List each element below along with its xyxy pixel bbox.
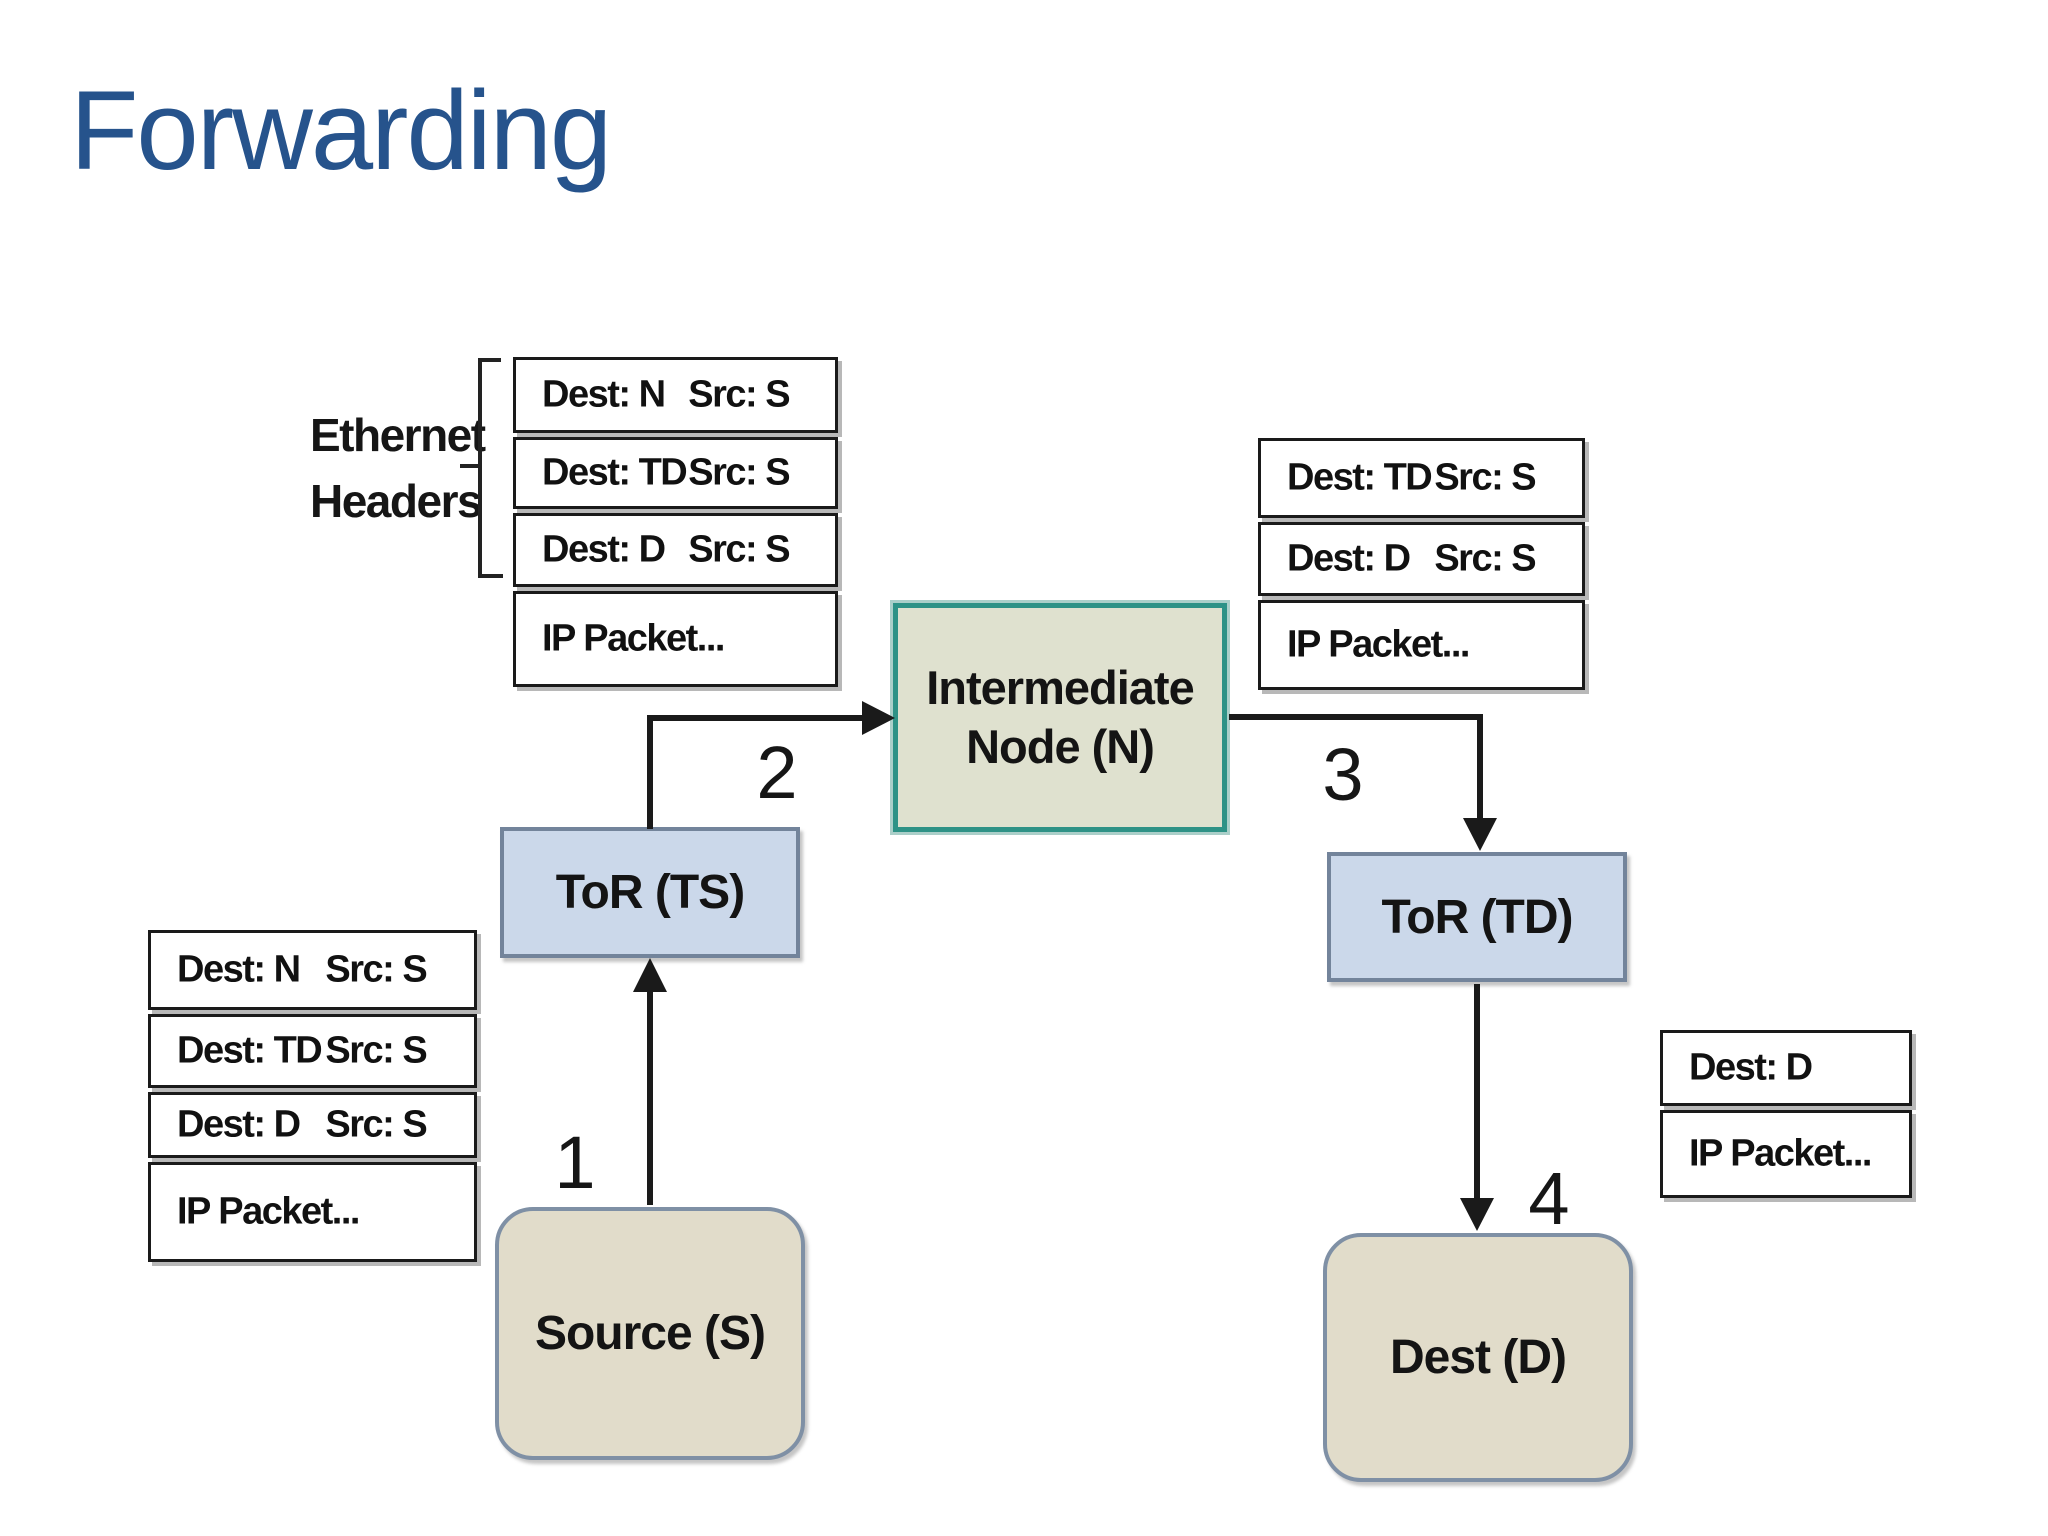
packet-dest: Dest: TD (1287, 456, 1433, 499)
packet-stack-step2: Dest: N Src: S Dest: TD Src: S Dest: D S… (513, 357, 838, 687)
step-label-3: 3 (1322, 733, 1364, 816)
packet-header-row: Dest: D Src: S (1258, 522, 1585, 596)
packet-src: Src: S (688, 451, 790, 494)
arrow-step4 (1460, 984, 1494, 1231)
packet-stack-step4: Dest: D IP Packet... (1660, 1030, 1912, 1198)
ethernet-headers-label: Ethernet Headers (310, 402, 486, 534)
brace-bottom-tick (478, 574, 503, 578)
ethernet-headers-label-line1: Ethernet (310, 409, 486, 461)
packet-header-row: Dest: D Src: S (513, 513, 838, 587)
node-tor-source-label: ToR (TS) (555, 866, 745, 919)
arrow-step1 (633, 958, 667, 1205)
brace-top-tick (478, 358, 501, 362)
brace-middle-tick (460, 464, 478, 468)
node-source-label: Source (S) (534, 1307, 766, 1360)
packet-dest: Dest: D (542, 528, 666, 571)
packet-dest: Dest: D (1689, 1046, 1813, 1089)
packet-payload: IP Packet... (177, 1190, 360, 1233)
packet-src: Src: S (325, 948, 427, 991)
node-dest-label: Dest (D) (1389, 1331, 1567, 1384)
packet-header-row: Dest: TD Src: S (1258, 438, 1585, 518)
packet-header-row: Dest: TD Src: S (513, 437, 838, 509)
packet-header-row: Dest: N Src: S (148, 930, 477, 1010)
packet-payload-row: IP Packet... (1258, 600, 1585, 690)
packet-src: Src: S (325, 1103, 427, 1146)
packet-payload-row: IP Packet... (1660, 1110, 1912, 1198)
packet-payload-row: IP Packet... (513, 591, 838, 687)
packet-header-row: Dest: D (1660, 1030, 1912, 1106)
node-tor-dest-label: ToR (TD) (1381, 890, 1573, 944)
packet-header-row: Dest: N Src: S (513, 357, 838, 433)
packet-stack-step3: Dest: TD Src: S Dest: D Src: S IP Packet… (1258, 438, 1585, 690)
packet-stack-step1: Dest: N Src: S Dest: TD Src: S Dest: D S… (148, 930, 477, 1262)
packet-payload: IP Packet... (542, 617, 725, 660)
node-tor-source: ToR (TS) (500, 827, 800, 958)
step-label-1: 1 (554, 1121, 596, 1204)
packet-header-row: Dest: TD Src: S (148, 1014, 477, 1088)
node-dest: Dest (D) (1323, 1233, 1633, 1482)
packet-dest: Dest: TD (177, 1029, 323, 1072)
node-intermediate-line1: Intermediate (926, 660, 1194, 714)
step-label-2: 2 (756, 731, 798, 814)
packet-payload: IP Packet... (1287, 623, 1470, 666)
node-source: Source (S) (495, 1207, 805, 1460)
packet-dest: Dest: N (177, 948, 301, 991)
packet-payload: IP Packet... (1689, 1132, 1872, 1175)
packet-dest: Dest: N (542, 373, 666, 416)
packet-src: Src: S (1434, 456, 1536, 499)
step-label-4: 4 (1528, 1157, 1570, 1240)
packet-header-row: Dest: D Src: S (148, 1092, 477, 1158)
slide-title: Forwarding (70, 68, 612, 193)
packet-dest: Dest: TD (542, 451, 688, 494)
packet-payload-row: IP Packet... (148, 1162, 477, 1262)
brace-vertical (478, 358, 482, 578)
node-intermediate: Intermediate Node (N) (893, 603, 1227, 832)
node-tor-dest: ToR (TD) (1327, 852, 1627, 982)
packet-src: Src: S (688, 528, 790, 571)
ethernet-headers-label-line2: Headers (310, 475, 483, 527)
packet-src: Src: S (688, 373, 790, 416)
packet-src: Src: S (325, 1029, 427, 1072)
node-intermediate-line2: Node (N) (966, 719, 1155, 773)
packet-dest: Dest: D (177, 1103, 301, 1146)
packet-dest: Dest: D (1287, 537, 1411, 580)
packet-src: Src: S (1434, 537, 1536, 580)
